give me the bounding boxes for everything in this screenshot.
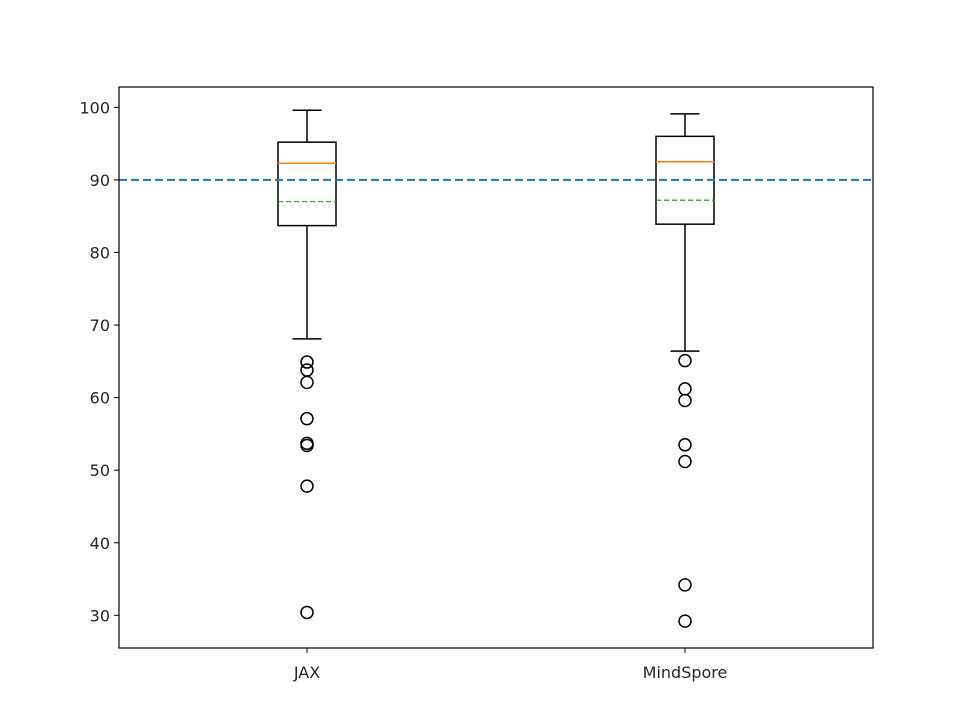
x-axis: JAX MindSpore	[293, 648, 728, 682]
plot-area	[119, 109, 873, 628]
outlier-point	[678, 393, 692, 408]
y-tick-label: 100	[79, 98, 110, 117]
y-tick-label: 50	[90, 461, 110, 480]
y-tick-label: 30	[90, 606, 110, 625]
outlier-point	[678, 614, 692, 628]
outlier-point	[300, 438, 314, 453]
y-tick-label: 90	[90, 171, 110, 190]
iqr-box	[277, 141, 337, 227]
x-tick-label: JAX	[293, 663, 320, 682]
outlier-point	[300, 605, 314, 620]
y-axis: 30 40 50 60 70 80 90 100	[79, 98, 119, 625]
y-tick-label: 70	[90, 316, 110, 335]
box-1	[277, 109, 337, 620]
outlier-point	[678, 578, 692, 592]
axes-frame	[118, 86, 874, 649]
outlier-point	[678, 454, 692, 469]
outlier-point	[300, 355, 314, 369]
outlier-point	[678, 438, 692, 452]
outlier-point	[300, 479, 314, 493]
box-2	[655, 113, 715, 628]
outlier-point	[300, 375, 314, 390]
y-tick-label: 60	[90, 389, 110, 408]
outlier-point	[300, 411, 314, 426]
outlier-point	[678, 353, 692, 368]
y-tick-label: 80	[90, 243, 110, 262]
x-tick-label: MindSpore	[643, 663, 728, 682]
y-tick-label: 40	[90, 534, 110, 553]
